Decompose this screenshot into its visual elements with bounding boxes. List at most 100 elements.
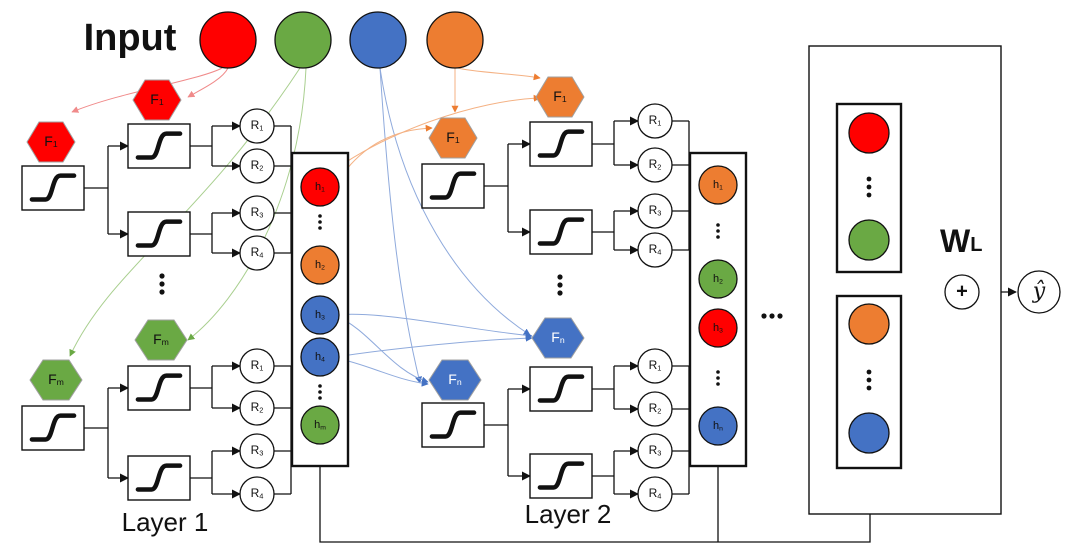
- sigmoid-curve-icon: [537, 461, 585, 490]
- input-link-red: [187, 67, 229, 98]
- membership-box: [127, 211, 191, 257]
- hidden-label: h1: [315, 181, 325, 193]
- hidden-ellipsis: [318, 396, 322, 400]
- hidden-node: [698, 259, 738, 299]
- membership-input-box: [21, 405, 85, 451]
- feature-hexagon-bottom-2: [531, 317, 585, 359]
- hidden-ellipsis: [716, 235, 720, 239]
- rule-node: [239, 235, 275, 271]
- layer-ellipsis: [159, 281, 165, 287]
- layer-label: Layer 2: [525, 499, 612, 529]
- hidden-ellipsis: [318, 390, 322, 394]
- rule-node: [637, 348, 673, 384]
- sigmoid-curve-icon: [429, 171, 477, 200]
- hidden-ellipsis: [318, 384, 322, 388]
- output-ellipsis: [866, 377, 872, 383]
- hidden-label: h3: [315, 309, 325, 321]
- sigmoid-curve-icon: [537, 374, 585, 403]
- input-title: Input: [84, 17, 177, 59]
- feature-hexagon-top-2: [535, 76, 585, 118]
- output-node: [848, 303, 890, 345]
- hidden-ellipsis: [318, 226, 322, 230]
- output-ellipsis: [866, 184, 872, 190]
- hidden-ellipsis: [318, 220, 322, 224]
- layer-ellipsis: [557, 274, 563, 280]
- sigmoid-curve-icon: [537, 217, 585, 246]
- rule-node: [637, 232, 673, 268]
- horizontal-ellipsis: [761, 313, 767, 319]
- weights-label: WL: [940, 223, 982, 259]
- output-node: [848, 112, 890, 154]
- horizontal-ellipsis: [777, 313, 783, 319]
- output-ellipsis: [866, 369, 872, 375]
- rule-node: [239, 195, 275, 231]
- sigmoid-curve-icon: [135, 373, 183, 402]
- output-ellipsis: [866, 176, 872, 182]
- sigmoid-curve-icon: [29, 173, 77, 202]
- feature-label-top: F1: [446, 129, 460, 146]
- sum-node: [944, 274, 980, 310]
- hidden-ellipsis: [716, 223, 720, 227]
- feature-hexagon-top: [26, 121, 76, 163]
- output-node: [848, 412, 890, 454]
- rule-label: R1: [649, 113, 662, 127]
- hidden-node: [300, 295, 340, 335]
- rule-label: R2: [649, 401, 662, 415]
- feature-hexagon-top-2: [132, 79, 182, 121]
- rule-node: [239, 476, 275, 512]
- hidden-label: hm: [314, 419, 326, 431]
- feature-hexagon-bottom: [428, 359, 482, 401]
- hidden-label: h2: [713, 273, 723, 285]
- output-ellipsis: [866, 192, 872, 198]
- layer-ellipsis: [159, 289, 165, 295]
- rule-label: R1: [251, 118, 264, 132]
- rule-label: R2: [251, 158, 264, 172]
- hidden-link-blue: [335, 357, 429, 387]
- hidden-ellipsis: [716, 382, 720, 386]
- sigmoid-curve-icon: [29, 413, 77, 442]
- input-link-blue: [379, 67, 422, 384]
- rule-node: [239, 148, 275, 184]
- feature-label-bottom-2: Fm: [153, 331, 169, 348]
- diagram-labels: InputF1F1FmFmR1R2R3R4R1R2R3R4h1h2h3h4hmL…: [44, 17, 1045, 537]
- hidden-node: [300, 167, 340, 207]
- sigmoid-curve-icon: [135, 463, 183, 492]
- input-link-orange: [457, 67, 541, 81]
- rule-label: R4: [251, 486, 264, 500]
- rule-label: R3: [251, 205, 264, 219]
- feature-label-top: F1: [44, 133, 58, 150]
- feature-label-top-2: F1: [553, 88, 567, 105]
- hidden-node: [300, 337, 340, 377]
- rule-node: [637, 476, 673, 512]
- rule-node: [637, 433, 673, 469]
- hidden-label: h4: [315, 351, 325, 363]
- hidden-node: [698, 165, 738, 205]
- rule-label: R4: [649, 242, 662, 256]
- rule-label: R1: [649, 358, 662, 372]
- sigmoid-curve-icon: [537, 129, 585, 158]
- feature-hexagon-top: [428, 117, 478, 159]
- rule-label: R3: [649, 203, 662, 217]
- hidden-ellipsis: [716, 229, 720, 233]
- horizontal-ellipsis: [769, 313, 775, 319]
- rule-node: [637, 103, 673, 139]
- rule-label: R1: [251, 358, 264, 372]
- feature-label-bottom: Fn: [448, 371, 462, 388]
- rule-label: R2: [251, 400, 264, 414]
- hidden-label: hn: [713, 420, 723, 432]
- sigmoid-curve-icon: [135, 219, 183, 248]
- hidden-ellipsis: [318, 214, 322, 218]
- input-node-blue: [349, 11, 407, 69]
- layer-label: Layer 1: [122, 507, 209, 537]
- hidden-node: [698, 406, 738, 446]
- sum-label: +: [956, 280, 968, 302]
- rule-label: R3: [649, 443, 662, 457]
- hidden-link-blue: [335, 313, 533, 339]
- rule-label: R4: [649, 486, 662, 500]
- sigmoid-curve-icon: [135, 131, 183, 160]
- hidden-label: h1: [713, 179, 723, 191]
- hidden-ellipsis: [716, 370, 720, 374]
- input-node-orange: [426, 11, 484, 69]
- input-link-blue: [379, 67, 531, 336]
